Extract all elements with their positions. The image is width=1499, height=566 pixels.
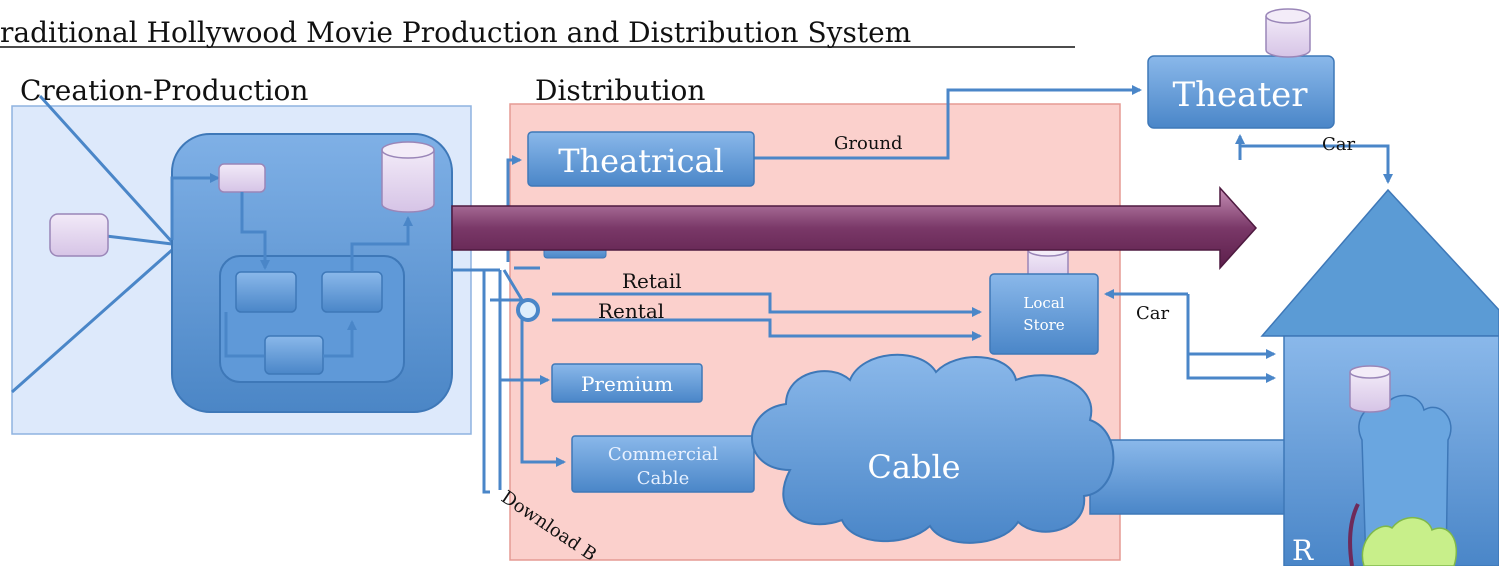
local-store-box xyxy=(989,273,1099,355)
theater-label: Theater xyxy=(1172,75,1308,115)
diagram-title: raditional Hollywood Movie Production an… xyxy=(0,16,911,49)
house-roof xyxy=(1260,188,1499,337)
split-node xyxy=(516,298,540,322)
commercial-cable-box xyxy=(571,435,755,493)
purple-curve xyxy=(1348,503,1360,566)
local-store-label-line2: Store xyxy=(1023,316,1065,334)
cable-pipe xyxy=(1089,439,1309,515)
car-label-top: Car xyxy=(1322,134,1356,155)
rental-label: Rental xyxy=(598,299,664,323)
car-label-mid: Car xyxy=(1136,303,1170,324)
green-shape xyxy=(1361,517,1458,566)
commercial-cable-line2: Cable xyxy=(637,468,689,489)
retail-label: Retail xyxy=(622,269,682,293)
premium-box xyxy=(551,363,703,403)
commercial-cable-line1: Commercial xyxy=(608,444,719,465)
production-database-icon xyxy=(381,141,435,213)
distribution-heading: Distribution xyxy=(535,74,705,107)
theater-box xyxy=(1147,55,1335,129)
theatrical-label: Theatrical xyxy=(558,142,724,180)
big-purple-arrow xyxy=(451,186,1258,270)
cable-cloud xyxy=(751,353,1115,544)
distribution-connectors xyxy=(452,85,1393,494)
process-box-3 xyxy=(264,335,324,375)
house-database-icon xyxy=(1349,365,1391,413)
premium-label: Premium xyxy=(581,372,673,396)
house-node: R xyxy=(1260,188,1499,566)
creation-internals xyxy=(11,94,453,413)
theater-node: Theater xyxy=(1147,8,1335,129)
ground-label: Ground xyxy=(834,133,903,154)
local-store-label-line1: Local xyxy=(1023,294,1064,312)
cable-cloud-label: Cable xyxy=(867,448,960,486)
theatrical-box xyxy=(527,131,755,187)
process-box-2 xyxy=(321,271,383,313)
theater-database-icon xyxy=(1265,8,1311,58)
input-box xyxy=(49,213,109,257)
house-letter: R xyxy=(1292,534,1314,566)
process-box-1 xyxy=(235,271,297,313)
script-box xyxy=(218,163,266,193)
creation-heading: Creation-Production xyxy=(20,74,308,107)
